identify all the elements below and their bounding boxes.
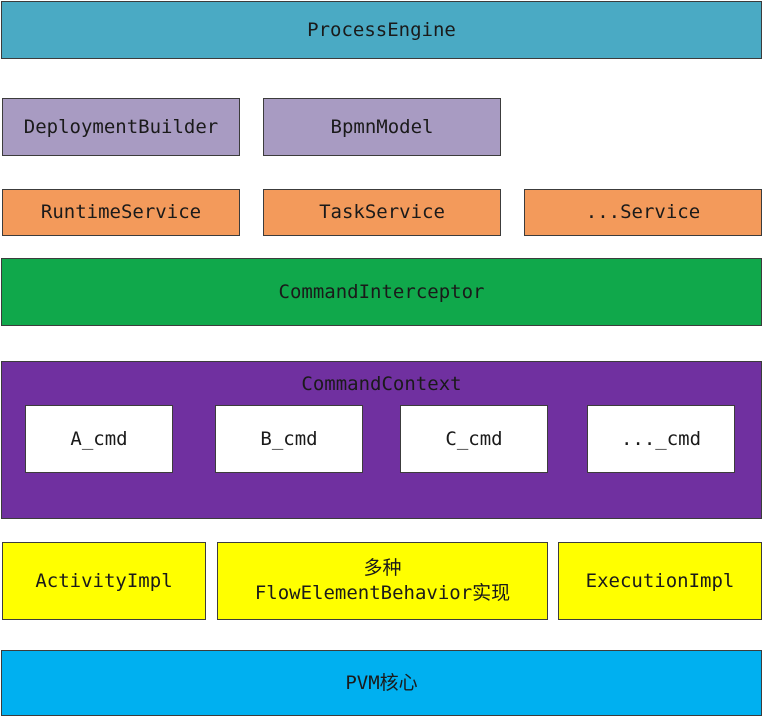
command-label-a: A_cmd <box>70 427 128 450</box>
command-interceptor-box: CommandInterceptor <box>1 258 762 326</box>
pvm-core-box: PVM核心 <box>1 650 762 716</box>
other-service-label: ...Service <box>585 201 701 224</box>
execution-impl-box: ExecutionImpl <box>558 542 762 620</box>
command-label-c: C_cmd <box>445 427 503 450</box>
flow-element-behavior-line2: FlowElementBehavior实现 <box>254 582 511 604</box>
command-label-etc: ..._cmd <box>620 427 702 450</box>
command-interceptor-label: CommandInterceptor <box>278 280 485 303</box>
command-box-b: B_cmd <box>215 405 363 473</box>
process-engine-label: ProcessEngine <box>307 18 456 41</box>
flow-element-behavior-box: 多种 FlowElementBehavior实现 <box>217 542 548 620</box>
execution-impl-label: ExecutionImpl <box>585 569 735 592</box>
runtime-service-label: RuntimeService <box>40 201 202 224</box>
deployment-builder-box: DeploymentBuilder <box>2 98 240 156</box>
task-service-box: TaskService <box>263 189 501 236</box>
bpmn-model-box: BpmnModel <box>263 98 501 156</box>
other-service-box: ...Service <box>524 189 762 236</box>
task-service-label: TaskService <box>319 201 445 224</box>
deployment-builder-label: DeploymentBuilder <box>23 115 219 138</box>
command-label-b: B_cmd <box>260 427 318 450</box>
command-box-a: A_cmd <box>25 405 173 473</box>
runtime-service-box: RuntimeService <box>2 189 240 236</box>
process-engine-box: ProcessEngine <box>1 1 762 59</box>
command-context-title: CommandContext <box>301 373 462 395</box>
flow-element-behavior-line1: 多种 <box>363 557 402 580</box>
bpmn-model-label: BpmnModel <box>330 115 434 138</box>
command-box-etc: ..._cmd <box>587 405 735 473</box>
pvm-core-label: PVM核心 <box>345 671 418 694</box>
activity-impl-box: ActivityImpl <box>2 542 206 620</box>
command-box-c: C_cmd <box>400 405 548 473</box>
activity-impl-label: ActivityImpl <box>35 569 173 592</box>
